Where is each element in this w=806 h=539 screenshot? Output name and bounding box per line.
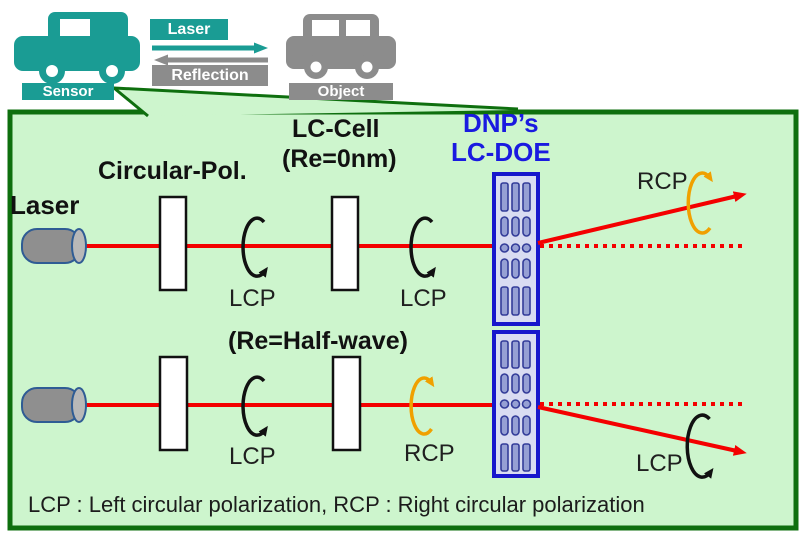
rcp-rotation-icon-row2-b [409,376,435,436]
row2-output-lcp-label: LCP [636,450,683,477]
lcp-rotation-icon-row1-b [409,216,436,278]
lcp-rotation-icon-row2-a [241,375,268,437]
laser-label: Laser [10,190,80,220]
callout-wedge-outline [112,86,519,118]
legend-text: LCP : Left circular polarization, RCP : … [28,492,645,517]
diffracted-beam-row2 [537,405,747,456]
lcp-rotation-icon-row1-a [241,216,268,278]
circular-pol-label: Circular-Pol. [98,157,247,185]
rcp-rotation-icon-row1-out [686,171,713,235]
row1-lcp-label-a: LCP [229,285,276,312]
row2-rcp-label-b: RCP [404,440,455,467]
panel-border [7,109,799,531]
doe-maker-label: DNP’s [463,108,539,138]
lc-doe-element-row2 [492,330,540,478]
lc-cell-re-half-label: (Re=Half-wave) [228,327,408,355]
lc-cell-plate-row2 [331,355,362,452]
lc-cell-label: LC-Cell [292,115,380,143]
laser-arrow-badge: Laser [150,19,228,40]
lc-doe-element-row1 [492,172,540,326]
circular-polarizer-plate-row1 [158,195,188,292]
reflection-arrow-badge: Reflection [152,65,268,86]
object-car-icon [286,14,396,79]
doe-name-label: LC-DOE [451,137,551,167]
row1-output-rcp-label: RCP [637,168,688,195]
circular-polarizer-plate-row2 [158,355,189,452]
row2-lcp-label-a: LCP [229,443,276,470]
sensor-car-icon [14,12,140,84]
laser-source-icon-row2 [21,387,87,423]
sensor-badge: Sensor [22,83,114,100]
object-badge: Object [289,83,393,100]
row1-lcp-label-b: LCP [400,285,447,312]
laser-source-icon-row1 [21,228,87,264]
callout-wedge [114,88,518,116]
diffracted-beam-row1 [537,191,747,245]
lc-cell-re-zero-label: (Re=0nm) [282,145,397,173]
lc-cell-plate-row1 [330,195,360,292]
lcp-rotation-icon-row2-out [685,413,714,479]
